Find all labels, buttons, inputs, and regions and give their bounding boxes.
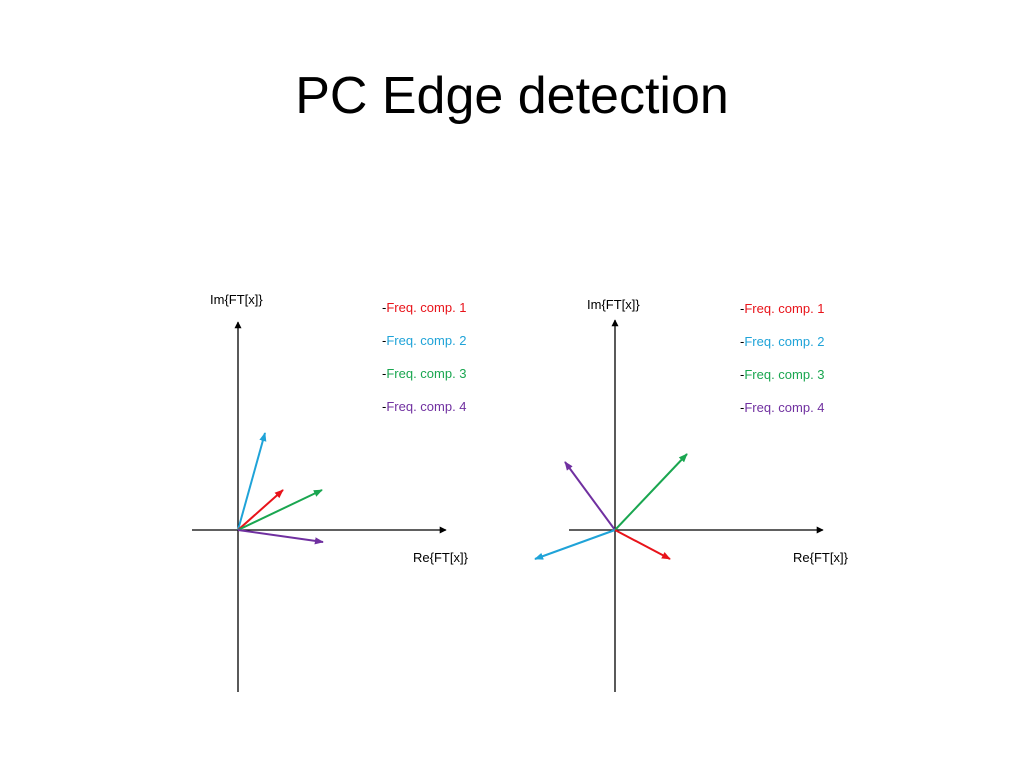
right-legend-freq-comp-3: -Freq. comp. 3 bbox=[740, 367, 825, 382]
right-axes bbox=[569, 319, 824, 692]
left-legend-freq-comp-1: -Freq. comp. 1 bbox=[382, 300, 467, 315]
right-legend-freq-comp-2: -Freq. comp. 2 bbox=[740, 334, 825, 349]
left-vector-freq-comp-2 bbox=[237, 432, 267, 531]
right-vector-freq-comp-2 bbox=[534, 529, 616, 560]
slide-title: PC Edge detection bbox=[295, 67, 729, 125]
left-x-axis-label: Re{FT[x]} bbox=[413, 550, 468, 565]
right-vector-freq-comp-3 bbox=[614, 453, 688, 531]
left-vector-freq-comp-4 bbox=[237, 529, 324, 545]
left-vectors bbox=[237, 432, 324, 545]
left-y-axis-label: Im{FT[x]} bbox=[210, 292, 263, 307]
right-vector-freq-comp-4 bbox=[564, 461, 616, 531]
left-vector-freq-comp-3 bbox=[237, 489, 323, 531]
right-x-axis-label: Re{FT[x]} bbox=[793, 550, 848, 565]
left-legend-freq-comp-4: -Freq. comp. 4 bbox=[382, 399, 467, 414]
right-vectors bbox=[534, 453, 688, 560]
left-axes bbox=[192, 321, 447, 692]
left-legend-freq-comp-3: -Freq. comp. 3 bbox=[382, 366, 467, 381]
right-y-axis-label: Im{FT[x]} bbox=[587, 297, 640, 312]
left-vector-freq-comp-1 bbox=[237, 489, 284, 531]
left-legend-freq-comp-2: -Freq. comp. 2 bbox=[382, 333, 467, 348]
right-legend-freq-comp-4: -Freq. comp. 4 bbox=[740, 400, 825, 415]
right-legend-freq-comp-1: -Freq. comp. 1 bbox=[740, 301, 825, 316]
right-vector-freq-comp-1 bbox=[614, 529, 671, 560]
